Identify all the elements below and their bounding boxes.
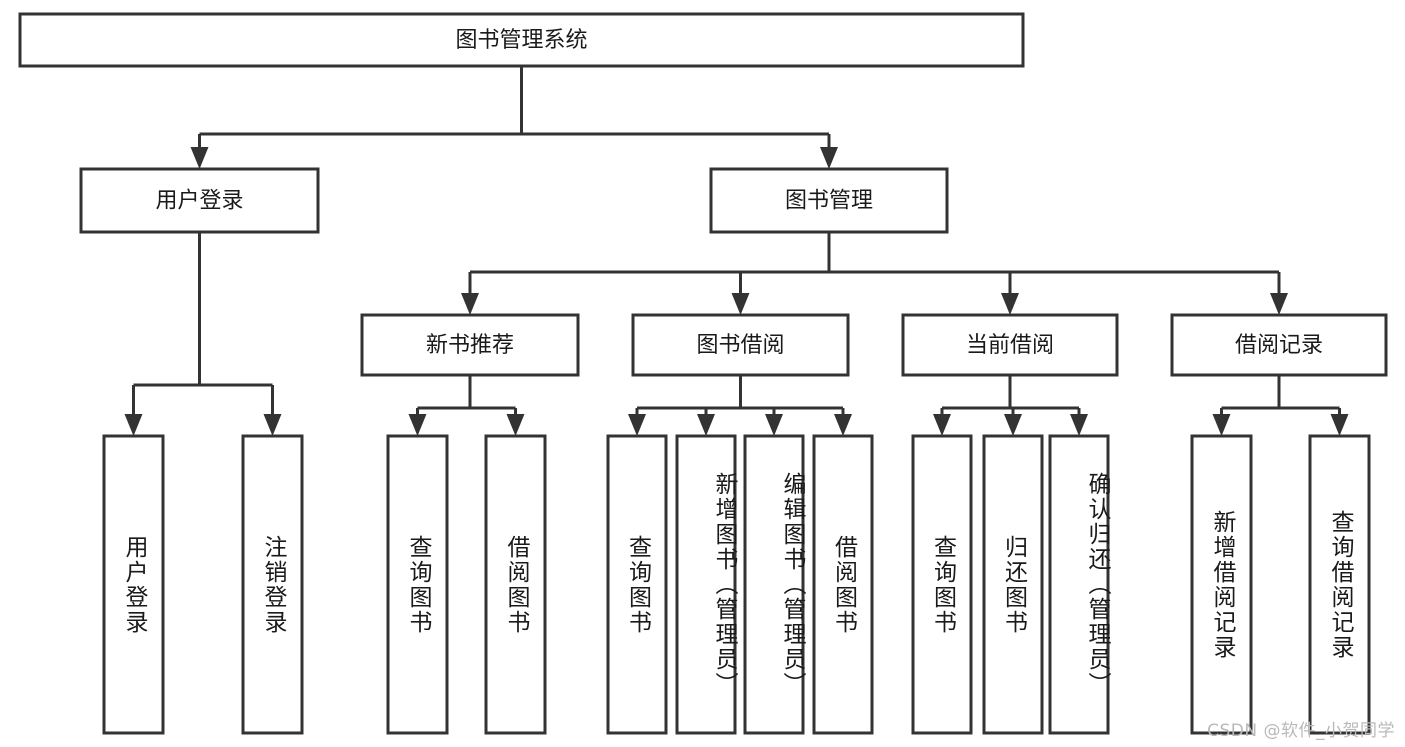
arrow-head-icon — [1330, 414, 1349, 436]
arrow-head-icon — [1001, 293, 1019, 315]
node-label-root: 图书管理系统 — [455, 28, 587, 53]
arrow-head-icon — [461, 293, 479, 315]
node-box-leaf-cur-confirm[interactable] — [1048, 434, 1110, 735]
node-box-book-manage[interactable] — [709, 167, 949, 234]
node-box-root[interactable] — [18, 12, 1025, 68]
arrow-head-icon — [263, 414, 282, 436]
node-box-leaf-cur-return[interactable] — [982, 434, 1044, 735]
arrow-head-icon — [1070, 414, 1088, 436]
arrow-head-icon — [1004, 414, 1022, 436]
node-box-leaf-logout[interactable] — [241, 434, 304, 735]
arrow-head-icon — [628, 414, 646, 436]
node-box-leaf-borrow-query[interactable] — [606, 434, 668, 735]
arrow-head-icon — [124, 414, 143, 436]
node-box-leaf-borrow-add[interactable] — [675, 434, 737, 735]
node-box-leaf-rec-borrow[interactable] — [484, 434, 547, 735]
arrow-head-icon — [1212, 414, 1231, 436]
arrow-head-icon — [731, 293, 750, 315]
node-box-current-borrow[interactable] — [901, 313, 1119, 377]
node-label-current-borrow: 当前借阅 — [966, 333, 1054, 358]
edges-layer — [124, 66, 1349, 436]
node-box-leaf-rec-search[interactable] — [1308, 434, 1371, 735]
node-box-leaf-rec-query[interactable] — [386, 434, 449, 735]
node-box-book-borrow[interactable] — [631, 313, 850, 377]
arrow-head-icon — [765, 414, 783, 436]
node-label-user-login: 用户登录 — [155, 189, 243, 214]
node-box-leaf-borrow-edit[interactable] — [743, 434, 805, 735]
node-label-book-manage: 图书管理 — [785, 189, 873, 214]
node-label-new-book-rec: 新书推荐 — [426, 333, 514, 358]
nodes-layer — [18, 12, 1388, 735]
arrow-head-icon — [933, 414, 951, 436]
node-label-book-borrow: 图书借阅 — [696, 333, 784, 358]
arrow-head-icon — [506, 414, 525, 436]
arrow-head-icon — [1270, 293, 1288, 315]
node-label-borrow-record: 借阅记录 — [1235, 333, 1323, 358]
node-box-leaf-user-login[interactable] — [102, 434, 165, 735]
node-box-leaf-borrow-do[interactable] — [812, 434, 874, 735]
arrow-head-icon — [408, 414, 427, 436]
node-box-new-book-rec[interactable] — [360, 313, 580, 377]
node-box-user-login[interactable] — [79, 167, 320, 234]
arrow-head-icon — [190, 147, 209, 169]
node-box-leaf-cur-query[interactable] — [911, 434, 973, 735]
arrow-head-icon — [834, 414, 852, 436]
watermark-text: CSDN @软件_小贺同学 — [1207, 721, 1395, 741]
node-box-leaf-rec-add[interactable] — [1190, 434, 1253, 735]
node-box-borrow-record[interactable] — [1170, 313, 1388, 377]
arrow-head-icon — [820, 147, 838, 169]
arrow-head-icon — [697, 414, 715, 436]
